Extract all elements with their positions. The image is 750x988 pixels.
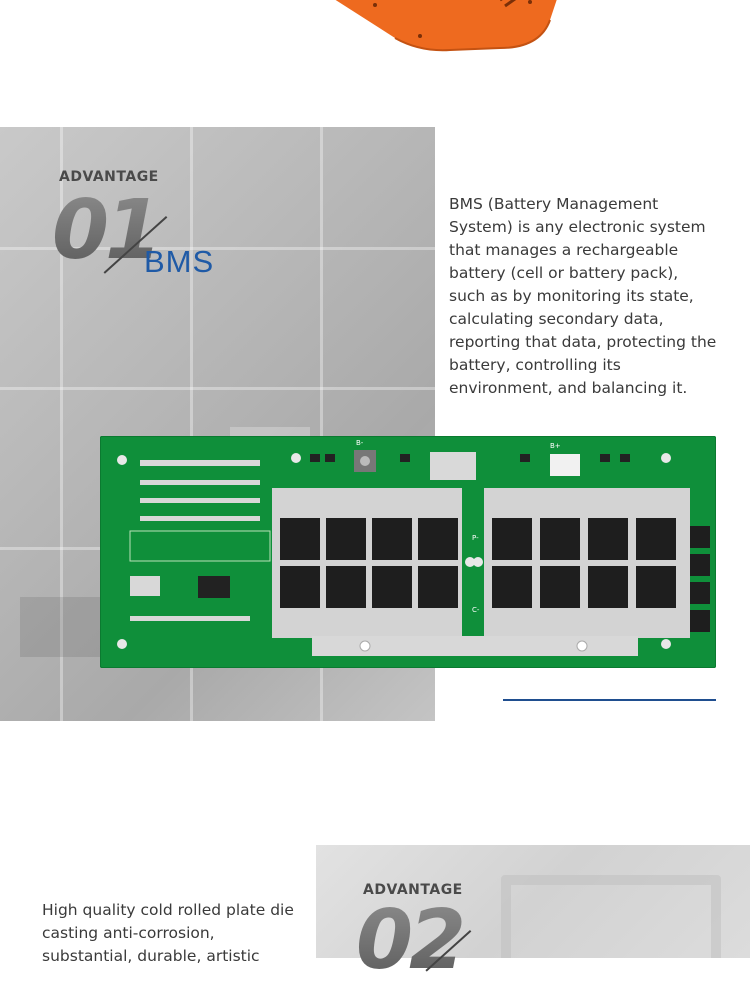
pcb-label-p-minus: P-	[472, 534, 479, 542]
bms-pcb-image: B- B+ P- C-	[100, 436, 716, 668]
product-image-top	[300, 0, 570, 52]
pcb-label-b-minus: B-	[356, 439, 364, 447]
pcb-label-b-plus: B+	[550, 442, 561, 450]
section-title: BMS	[144, 244, 215, 279]
advantage-label: ADVANTAGE	[59, 169, 159, 185]
advantage-label-2: ADVANTAGE	[363, 882, 463, 898]
section-description: BMS (Battery Management System) is any e…	[449, 195, 717, 397]
advantage-number: 01	[52, 183, 162, 278]
section2-background-image	[316, 845, 750, 958]
advantage-number-2: 02	[356, 893, 466, 988]
pcb-label-c-minus: C-	[472, 606, 480, 614]
accent-divider	[503, 699, 716, 701]
